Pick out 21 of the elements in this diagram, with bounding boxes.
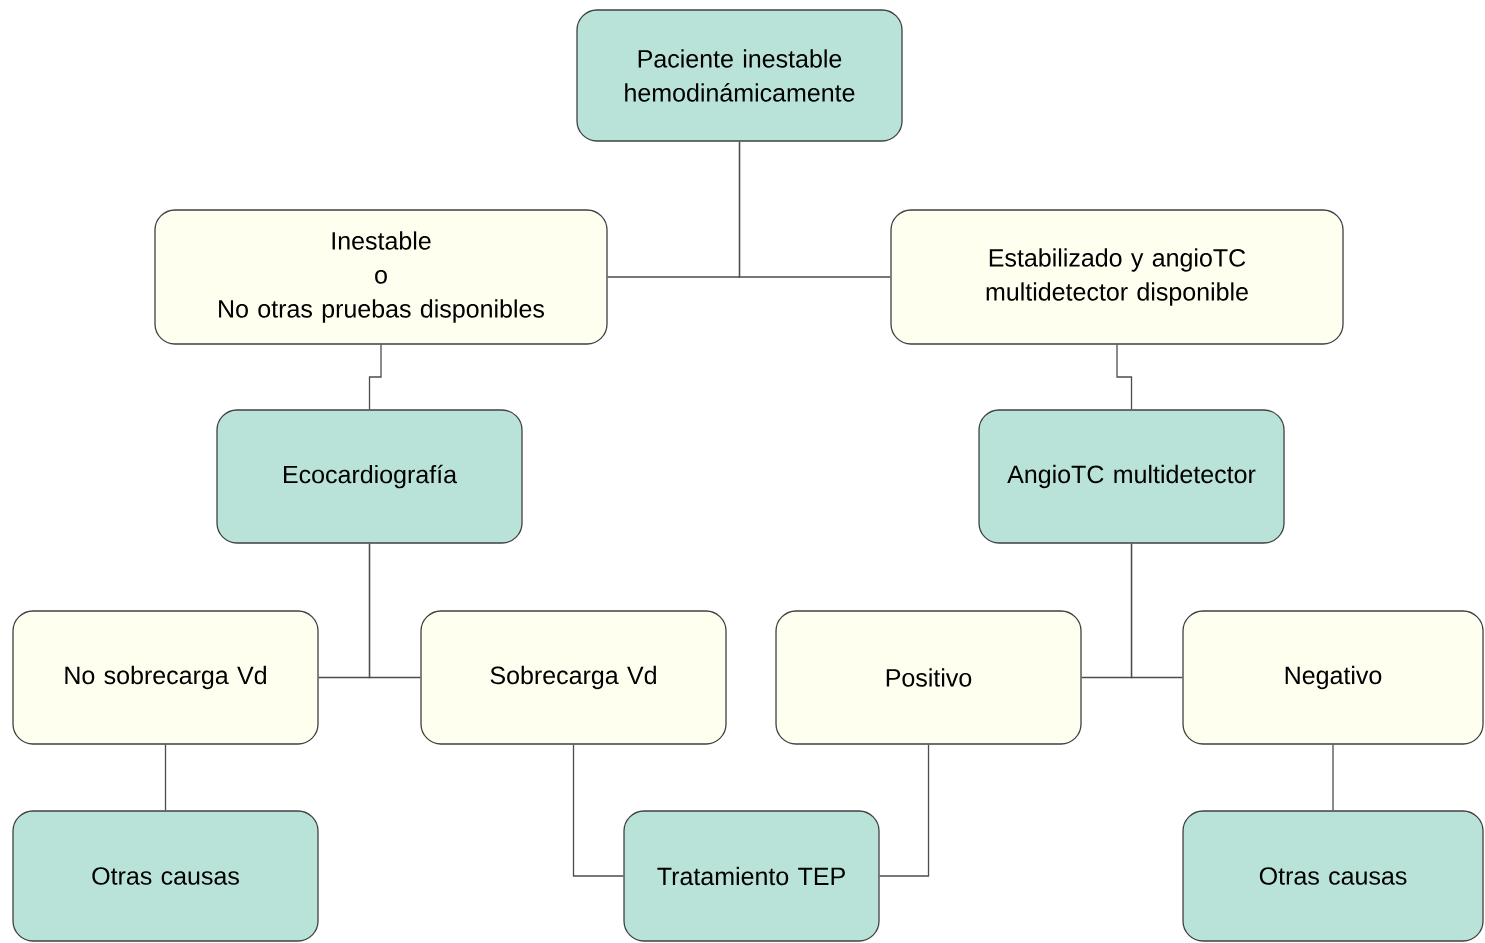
- process-box: No sobrecarga Vd: [12, 610, 319, 745]
- process-box: Otras causas: [1182, 810, 1484, 942]
- connector-line: [368, 344, 382, 410]
- connector-line: [368, 543, 421, 679]
- process-box: Paciente inestable hemodinámicamente: [576, 9, 903, 142]
- connector-line: [1116, 344, 1133, 410]
- process-box: Ecocardiografía: [216, 409, 523, 544]
- process-box: Inestable o No otras pruebas disponibles: [154, 209, 608, 345]
- process-box: Tratamiento TEP: [623, 810, 880, 942]
- process-box: Positivo: [775, 610, 1082, 745]
- connector-line: [1130, 543, 1183, 679]
- connector-line: [164, 744, 167, 811]
- connector-line: [1332, 744, 1334, 811]
- process-box: AngioTC multidetector: [978, 409, 1285, 544]
- process-box: Otras causas: [12, 810, 319, 942]
- connector-line: [738, 141, 891, 278]
- process-box: Estabilizado y angioTC multidetector disponible: [890, 209, 1344, 345]
- connector-line: [572, 744, 624, 877]
- connector-line: [879, 744, 930, 877]
- process-box: Negativo: [1182, 610, 1484, 745]
- process-box: Sobrecarga Vd: [420, 610, 727, 745]
